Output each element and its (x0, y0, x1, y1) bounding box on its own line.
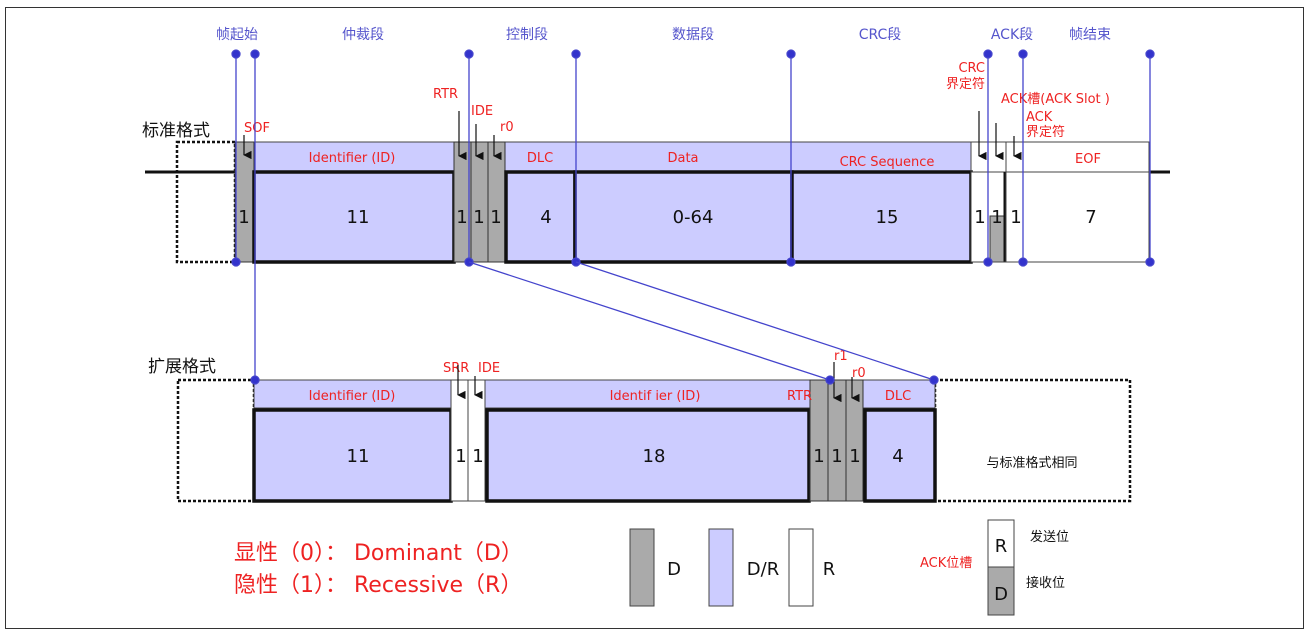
ext-bits-ide: 1 (472, 446, 483, 467)
bits-r0: 1 (490, 207, 501, 228)
ext-bits-rtr: 1 (813, 446, 824, 467)
ext-bits-dlc: 4 (892, 446, 903, 467)
annotation-ack-delimiter-1: ACK (1026, 110, 1053, 125)
annotation-ide: IDE (471, 104, 493, 119)
segment-title-control: 控制段 (506, 27, 548, 43)
ext-bits-srr: 1 (455, 446, 466, 467)
ext-field-r1 (827, 379, 847, 502)
extended-rest-box (933, 378, 1132, 503)
field-ide (470, 141, 489, 263)
header-dlc: DLC (527, 151, 553, 166)
field-sof (234, 141, 255, 263)
annotation-rtr: RTR (433, 87, 458, 102)
ext-bits-identifier: 11 (347, 446, 370, 467)
bits-rtr: 1 (456, 207, 467, 228)
legend-ack-title: ACK位槽 (920, 556, 972, 571)
legend-ack-bottom-letter: D (994, 584, 1008, 605)
ext-field-dlc (863, 408, 937, 503)
legend-swatch-dr (708, 528, 734, 607)
header-identifier: Identifier (ID) (309, 151, 396, 166)
standard-format-title: 标准格式 (142, 121, 210, 141)
annotation-crc-delimiter-1: CRC (958, 61, 985, 76)
segment-title-eof: 帧结束 (1069, 27, 1111, 43)
ext-field-rtr (809, 379, 829, 502)
legend-recessive: 隐性（1）： Recessive（R） (234, 573, 522, 598)
extended-format-title: 扩展格式 (148, 357, 216, 377)
bits-dlc: 4 (540, 207, 551, 228)
legend-ack-bottom-box (987, 566, 1015, 616)
ext-bits-r1: 1 (831, 446, 842, 467)
ext-field-srr (450, 379, 469, 502)
bits-ack-slot: 1 (991, 207, 1002, 228)
field-eof (1022, 171, 1150, 263)
segment-title-data: 数据段 (672, 27, 714, 43)
standard-header-band-recessive (970, 141, 1150, 173)
ext-field-ide (467, 379, 486, 502)
ext-annotation-r1: r1 (834, 349, 848, 364)
bits-sof: 1 (238, 207, 249, 228)
legend-dominant: 显性（0）： Dominant（D） (234, 541, 523, 566)
extended-rest-label: 与标准格式相同 (986, 455, 1077, 471)
annotation-r0: r0 (500, 120, 514, 135)
bits-ack-delimiter: 1 (1010, 207, 1021, 228)
annotation-ack-slot: ACK槽(ACK Slot ) (1001, 92, 1110, 107)
ext-field-r0 (845, 379, 864, 502)
bits-eof: 7 (1085, 207, 1096, 228)
ext-bits-identifier-ext: 18 (643, 446, 666, 467)
standard-idle-box (175, 140, 237, 264)
ext-bits-r0: 1 (849, 446, 860, 467)
annotation-sof: SOF (244, 121, 270, 136)
ext-annotation-r0: r0 (852, 366, 866, 381)
legend-ack-bottom-desc: 接收位 (1026, 575, 1065, 591)
segment-boundaries (231, 49, 1155, 385)
ext-annotation-ide: IDE (478, 361, 500, 376)
ext-header-identifier-ext: Identif ier (ID) (610, 389, 701, 404)
bits-data: 0-64 (673, 207, 714, 228)
ext-field-identifier-ext (485, 408, 811, 503)
header-data: Data (667, 151, 698, 166)
ext-annotation-rtr: RTR (787, 389, 812, 404)
header-eof: EOF (1075, 152, 1101, 167)
bits-ide: 1 (473, 207, 484, 228)
segment-title-sof: 帧起始 (216, 27, 258, 43)
legend-swatch-d-label: D (667, 559, 681, 580)
legend-ack-top-letter: R (995, 536, 1008, 557)
legend-swatch-r-label: R (823, 559, 836, 580)
annotation-crc-delimiter-2: 界定符 (946, 76, 985, 92)
ext-header-identifier: Identifier (ID) (309, 389, 396, 404)
bits-crc-delimiter: 1 (974, 207, 985, 228)
legend-swatch-d (629, 528, 655, 607)
header-crc-sequence: CRC Sequence (840, 155, 935, 170)
extended-idle-box (176, 378, 256, 503)
field-r0 (487, 141, 506, 263)
segment-title-arbitration: 仲裁段 (342, 27, 384, 43)
legend-ack-top-desc: 发送位 (1030, 529, 1069, 545)
segment-title-ack: ACK段 (991, 27, 1033, 43)
bits-identifier: 11 (347, 207, 370, 228)
bits-crc: 15 (876, 207, 899, 228)
diagram-frame (5, 7, 1304, 629)
legend-swatch-r (788, 528, 814, 607)
ext-annotation-srr: SRR (443, 361, 469, 376)
annotation-ack-delimiter-2: 界定符 (1026, 124, 1065, 140)
ext-header-dlc: DLC (885, 389, 911, 404)
legend-swatch-dr-label: D/R (747, 559, 779, 580)
segment-title-crc: CRC段 (859, 27, 902, 43)
legend-ack-top-box (987, 519, 1015, 568)
